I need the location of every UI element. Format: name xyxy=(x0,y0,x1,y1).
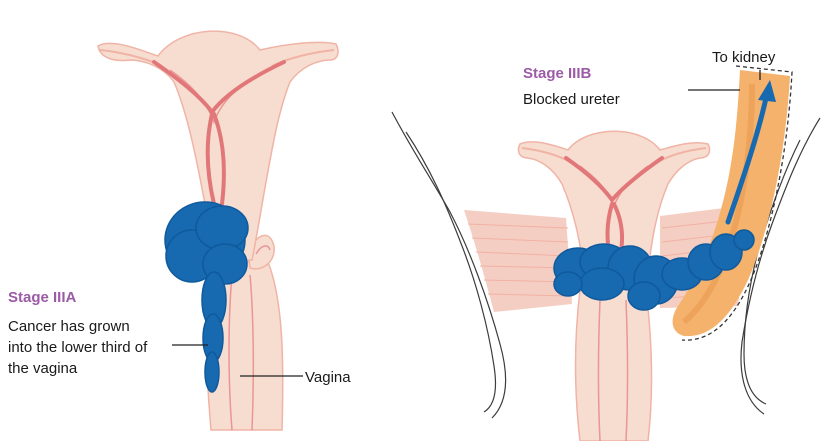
stage-iiia-description: Cancer has grown into the lower third of… xyxy=(8,316,158,379)
pelvic-wall-left-inner xyxy=(406,132,496,412)
vagina-label: Vagina xyxy=(305,367,351,389)
right-vagina xyxy=(576,290,652,441)
stage-iiib-heading: Stage IIIB xyxy=(523,63,591,85)
ureter xyxy=(673,70,790,336)
to-kidney-label: To kidney xyxy=(712,47,775,69)
right-pelvis-diagram xyxy=(392,66,820,441)
stage-iiib-description: Blocked ureter xyxy=(523,89,620,111)
stage-iiia-heading: Stage IIIA xyxy=(8,287,76,309)
